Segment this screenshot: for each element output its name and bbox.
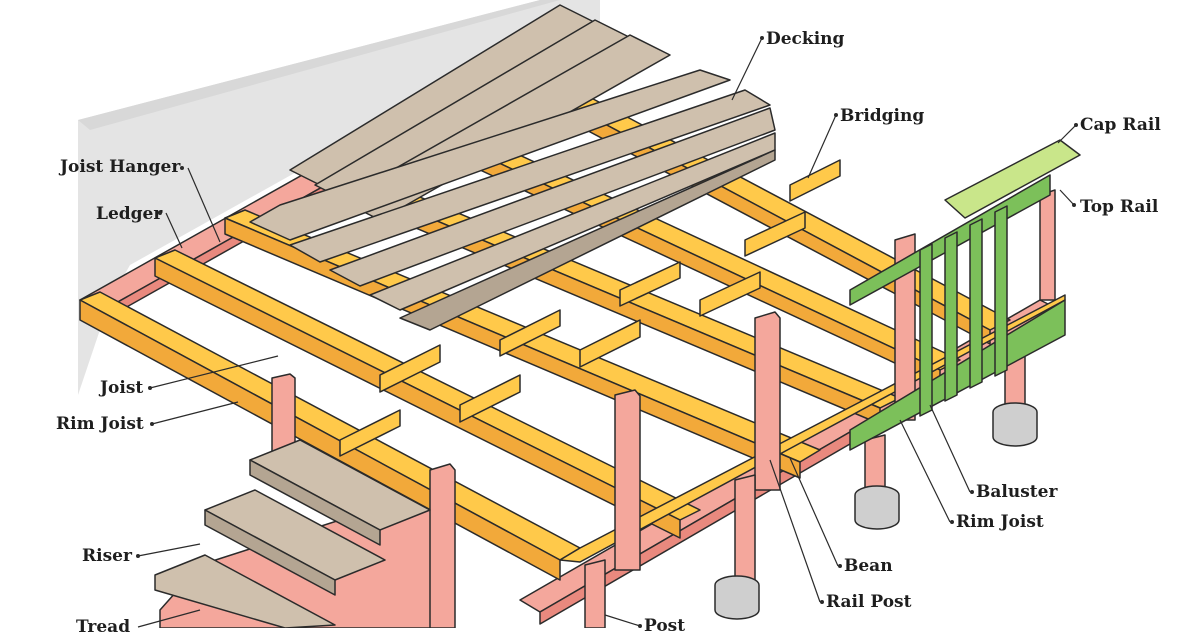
railing bbox=[849, 139, 1081, 451]
label-tread: Tread bbox=[76, 617, 131, 637]
label-ledger: Ledger bbox=[96, 204, 163, 224]
label-cap-rail: Cap Rail bbox=[1080, 115, 1161, 135]
label-top-rail: Top Rail bbox=[1080, 197, 1159, 217]
stair-treads bbox=[154, 439, 431, 628]
label-rim-joist-left: Rim Joist bbox=[56, 414, 144, 434]
posts bbox=[271, 189, 1056, 628]
label-baluster: Baluster bbox=[976, 482, 1058, 502]
label-rim-joist-right: Rim Joist bbox=[956, 512, 1044, 532]
label-joist: Joist bbox=[100, 378, 144, 398]
decking-boards bbox=[249, 4, 776, 331]
rim-joist bbox=[559, 294, 1066, 563]
bridging-blocks bbox=[339, 159, 841, 457]
label-joist-hanger: Joist Hanger bbox=[60, 157, 181, 177]
footings bbox=[714, 402, 1038, 620]
leader-lines bbox=[137, 37, 1077, 628]
leader-dots bbox=[136, 36, 1078, 628]
label-rail-post: Rail Post bbox=[826, 592, 912, 612]
label-bridging: Bridging bbox=[840, 106, 925, 126]
label-decking: Decking bbox=[766, 29, 845, 49]
label-riser: Riser bbox=[82, 546, 132, 566]
label-bean: Bean bbox=[844, 556, 893, 576]
label-post: Post bbox=[644, 616, 686, 636]
